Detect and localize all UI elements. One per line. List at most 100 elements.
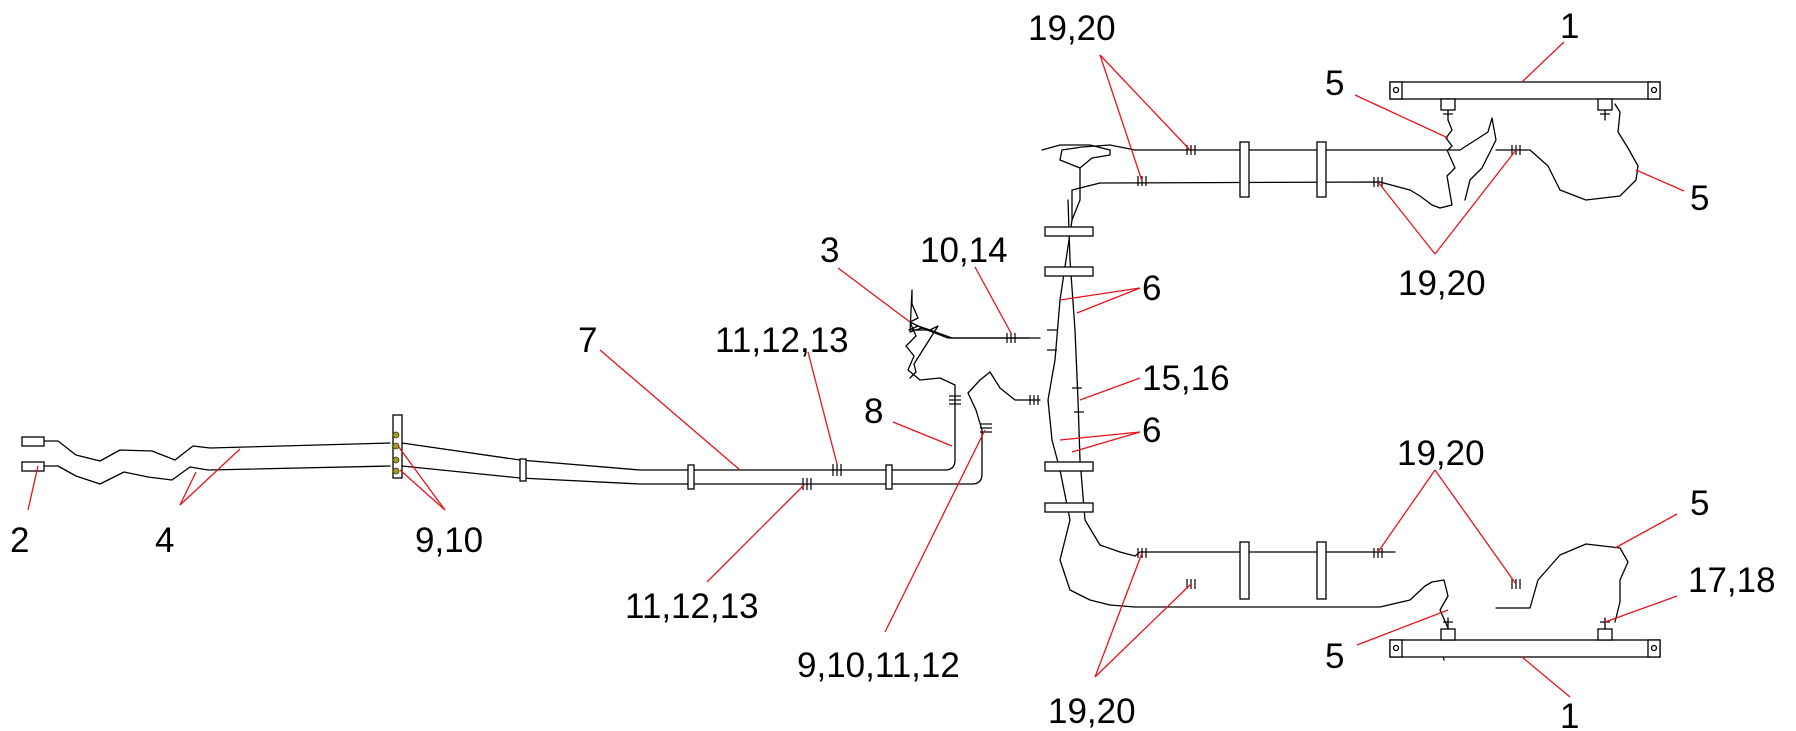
label-7: 7 — [578, 321, 597, 360]
leader-5-br — [1614, 513, 1678, 549]
leader-6-bottom-a — [1059, 431, 1141, 441]
union-riser-2 — [980, 423, 992, 433]
leader-17-18 — [1604, 595, 1678, 623]
leader-lines — [27, 41, 1685, 698]
label-19-20-bl: 19,20 — [1048, 692, 1136, 731]
leader-19-20-br-a — [1377, 469, 1436, 553]
inlet-hose-3 — [905, 289, 956, 399]
clamp-a — [519, 458, 527, 482]
label-5-br: 5 — [1690, 484, 1709, 523]
leader-5-bl — [1356, 609, 1449, 646]
clamp-c — [885, 464, 893, 490]
label-15-16: 15,16 — [1142, 359, 1230, 398]
label-9-10-11-12: 9,10,11,12 — [797, 646, 960, 685]
leader-19-20-tr-b — [1434, 149, 1517, 255]
leader-5-tl — [1354, 94, 1449, 139]
bolt-2 — [392, 442, 400, 450]
bolt-1 — [392, 431, 400, 439]
end-connector-top — [21, 436, 45, 447]
leader-9-10a — [397, 445, 446, 511]
leader-4b — [179, 471, 197, 506]
leader-15-16 — [1079, 377, 1141, 401]
lower-right-hose — [1495, 543, 1629, 623]
bolt-3 — [392, 456, 400, 464]
label-6-top: 6 — [1142, 269, 1161, 308]
leader-1-bottom — [1521, 656, 1571, 698]
leader-9-10-11-12 — [884, 429, 986, 633]
main-tube-top — [401, 397, 956, 471]
label-19-20-br: 19,20 — [1397, 434, 1485, 473]
union-15-16-left — [1029, 395, 1039, 405]
leader-19-20-tl-a — [1099, 54, 1191, 151]
label-11-12-13-bottom: 11,12,13 — [625, 587, 759, 626]
upper-branch-bottom — [1071, 149, 1456, 221]
main-tube-bottom — [401, 379, 983, 485]
leader-6-bottom-b — [1071, 431, 1141, 453]
rail-top-connector-2 — [1597, 98, 1613, 111]
label-19-20-tl: 19,20 — [1028, 9, 1116, 48]
leader-7 — [599, 349, 741, 471]
clamp-b — [687, 464, 695, 490]
label-3: 3 — [820, 231, 839, 270]
leader-10-14 — [974, 266, 1012, 334]
upper-branch-top — [1059, 117, 1497, 201]
label-19-20-tr: 19,20 — [1398, 264, 1486, 303]
label-8: 8 — [864, 392, 883, 431]
lower-clamp-2 — [1316, 541, 1327, 600]
label-5-tl: 5 — [1325, 64, 1344, 103]
union-19-20-l3 — [1373, 548, 1383, 558]
rail-bottom-connector-1 — [1440, 628, 1456, 641]
leader-6-top-b — [1076, 287, 1141, 314]
leader-9-10b — [399, 469, 446, 511]
upper-right-hose — [1495, 103, 1639, 201]
leader-19-20-bl-b — [1094, 583, 1192, 678]
lower-branch-bottom — [1119, 551, 1396, 557]
rail-top-drop — [1445, 119, 1453, 151]
leader-11-12-13-bottom — [706, 483, 806, 583]
feed-line-bottom — [979, 371, 1041, 401]
lower-clamp-1 — [1239, 541, 1250, 600]
union-10-14 — [1006, 333, 1016, 343]
rail-top — [1389, 81, 1661, 100]
rail-bottom-hole-left — [1392, 644, 1400, 652]
leader-2 — [27, 465, 39, 511]
manifold-clamp-2 — [1044, 266, 1094, 277]
leader-19-20-tr-a — [1377, 181, 1436, 255]
leader-6-top-a — [1059, 287, 1141, 301]
leader-19-20-bl-a — [1094, 552, 1143, 678]
flex-hose-bottom — [43, 465, 391, 485]
manifold-clamp-4 — [1044, 502, 1094, 513]
leader-19-20-tl-b — [1099, 54, 1143, 182]
manifold-right — [1067, 199, 1121, 553]
label-1-bottom: 1 — [1560, 697, 1579, 731]
union-top — [832, 464, 842, 476]
inlet-branch-3 — [909, 325, 939, 379]
pipe-routing — [21, 81, 1661, 661]
rail-top-hole-right — [1650, 86, 1658, 94]
leader-19-20-br-b — [1434, 469, 1517, 585]
flex-hose-top — [43, 440, 391, 462]
upper-clamp-1 — [1239, 141, 1250, 198]
manifold-left — [1041, 144, 1111, 606]
leader-4a — [179, 448, 241, 506]
label-10-14: 10,14 — [920, 231, 1008, 270]
label-9-10: 9,10 — [415, 521, 483, 560]
leader-8 — [892, 421, 953, 447]
manifold-clamp-3 — [1044, 461, 1094, 472]
feed-line-top — [909, 321, 1041, 339]
end-connector-bottom — [21, 461, 45, 472]
label-11-12-13-top: 11,12,13 — [715, 321, 849, 360]
label-5-bl: 5 — [1325, 637, 1344, 676]
label-4: 4 — [155, 521, 174, 560]
rail-bottom — [1389, 639, 1661, 658]
label-17-18: 17,18 — [1688, 561, 1776, 600]
rail-bottom-connector-2 — [1597, 628, 1613, 641]
part-labels: 1 1 2 3 4 5 5 5 5 6 6 7 8 9,10 9,10,11,1… — [10, 7, 1776, 731]
leader-1-top — [1521, 41, 1565, 83]
label-1-top: 1 — [1560, 7, 1579, 46]
leader-3 — [837, 267, 911, 323]
rail-top-connector-1 — [1440, 98, 1456, 111]
upper-clamp-2 — [1316, 141, 1327, 198]
rail-bottom-hole-right — [1650, 644, 1658, 652]
